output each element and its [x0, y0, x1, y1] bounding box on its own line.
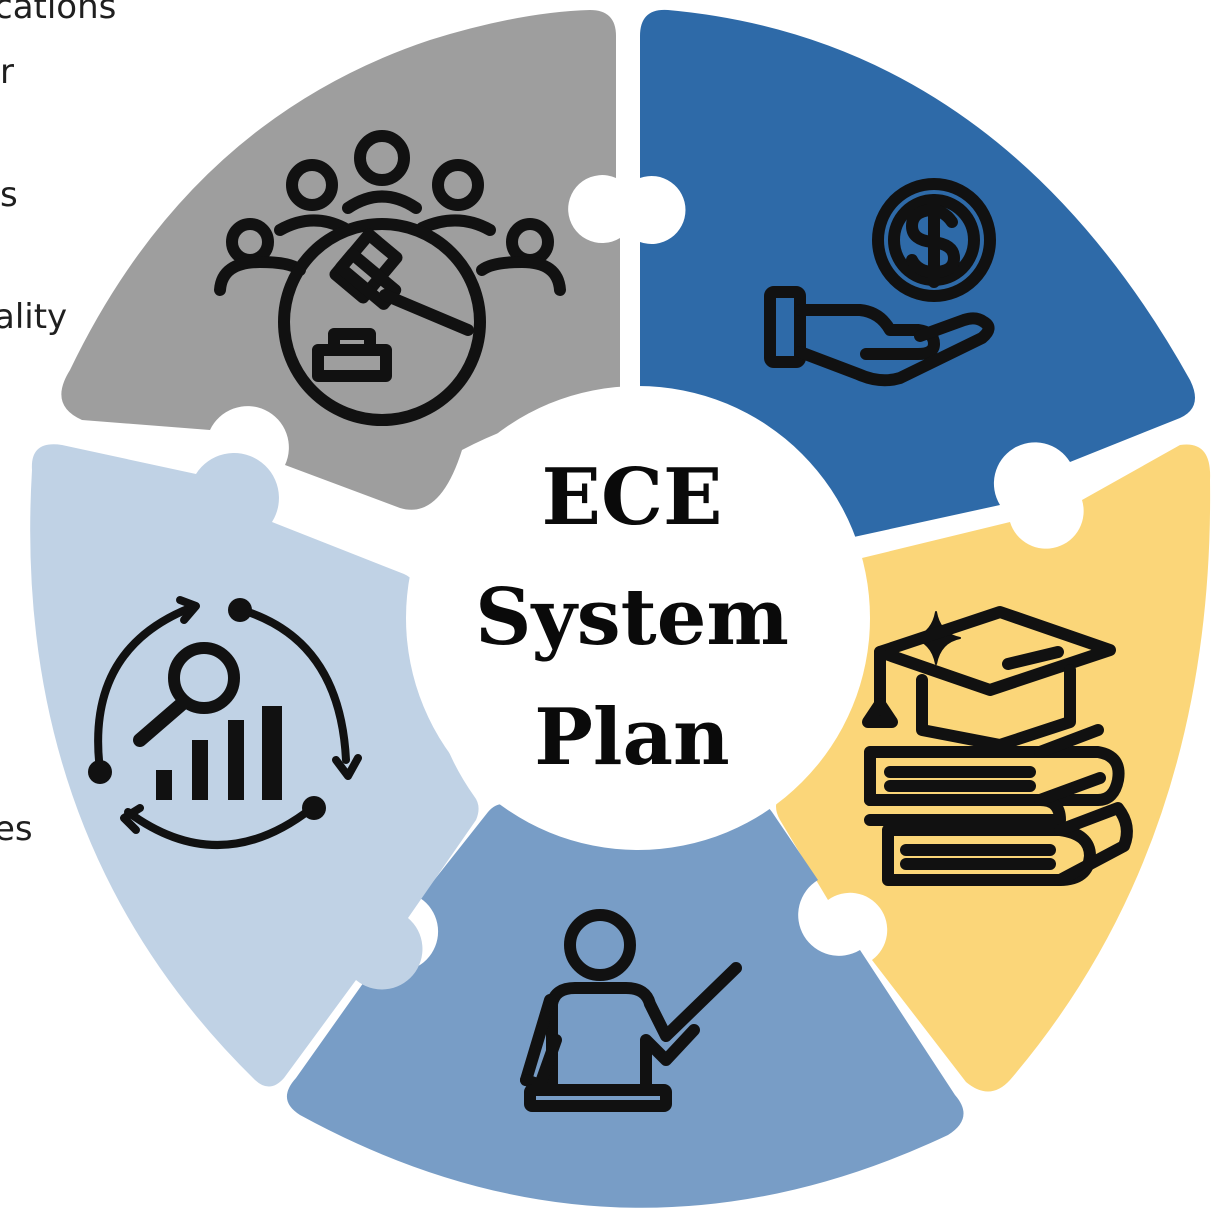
finance-dollar-hand-icon — [764, 178, 996, 387]
governance-gavel-icon — [214, 130, 566, 426]
edge-text-es: es — [0, 809, 33, 849]
edge-text-r: r — [0, 52, 14, 92]
center-title-line-1: ECE — [542, 452, 723, 543]
edge-text-cations: cations — [0, 0, 117, 27]
edge-text-s: s — [0, 175, 18, 215]
edge-text-ality: ality — [0, 297, 68, 337]
segment-teacher — [286, 804, 964, 1208]
center-title: ECE System Plan — [475, 452, 789, 783]
segment-data-analysis — [30, 444, 479, 1087]
teacher-presenting-icon — [520, 909, 742, 1112]
data-analysis-cycle-icon — [88, 596, 362, 849]
center-title-line-2: System — [475, 572, 789, 663]
education-graduation-books-icon — [862, 606, 1133, 886]
center-circle — [406, 386, 870, 850]
center-title-line-3: Plan — [534, 692, 730, 783]
